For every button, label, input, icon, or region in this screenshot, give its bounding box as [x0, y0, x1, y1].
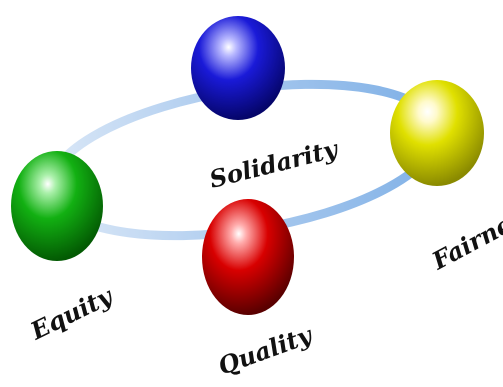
node-quality: Quality — [202, 199, 318, 381]
equity-sphere — [11, 151, 103, 261]
fairness-label: Fairness — [426, 197, 503, 276]
quality-label: Quality — [214, 319, 317, 380]
solidarity-sphere — [191, 16, 285, 120]
node-equity: Equity — [11, 151, 119, 346]
equity-label: Equity — [25, 280, 118, 345]
solidarity-label: Solidarity — [206, 134, 342, 194]
quality-sphere — [202, 199, 294, 315]
node-solidarity: Solidarity — [191, 16, 343, 194]
fairness-sphere — [390, 80, 484, 186]
